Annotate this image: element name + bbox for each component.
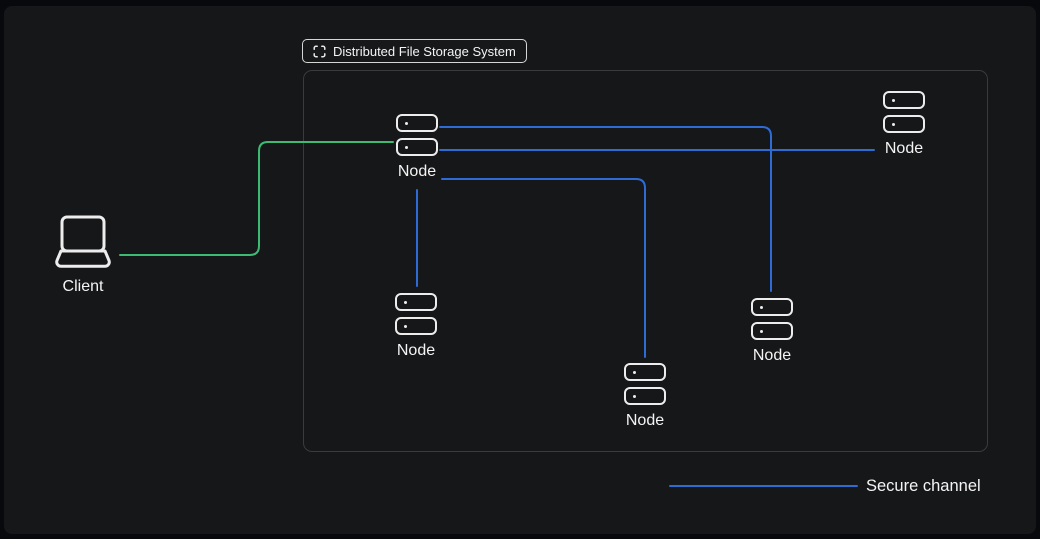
- node-label: Node: [752, 347, 792, 364]
- node-label: Node: [625, 412, 665, 429]
- frame-icon: [313, 44, 326, 58]
- storage-node-5[interactable]: Node: [874, 91, 934, 158]
- node-label: Node: [884, 140, 924, 157]
- system-frame-title: Distributed File Storage System: [333, 43, 516, 59]
- client-label: Client: [62, 278, 104, 295]
- server-icon: [396, 114, 438, 156]
- storage-node-4[interactable]: Node: [742, 298, 802, 365]
- server-icon: [751, 298, 793, 340]
- server-icon: [883, 91, 925, 133]
- edge-client-node1[interactable]: [119, 141, 394, 256]
- storage-node-3[interactable]: Node: [615, 363, 675, 430]
- system-frame[interactable]: [303, 70, 988, 452]
- storage-node-1[interactable]: Node: [387, 114, 447, 181]
- server-icon: [395, 293, 437, 335]
- edge-node1-node3[interactable]: [441, 178, 646, 358]
- node-label: Node: [396, 342, 436, 359]
- diagram-canvas: [4, 6, 1036, 534]
- storage-node-2[interactable]: Node: [386, 293, 446, 360]
- system-frame-title-badge[interactable]: Distributed File Storage System: [302, 39, 527, 63]
- server-icon: [624, 363, 666, 405]
- client-node[interactable]: Client: [47, 214, 119, 296]
- laptop-icon: [55, 215, 111, 268]
- legend-secure-channel-label: Secure channel: [866, 477, 981, 495]
- node-label: Node: [397, 163, 437, 180]
- edge-node1-node4[interactable]: [439, 126, 772, 292]
